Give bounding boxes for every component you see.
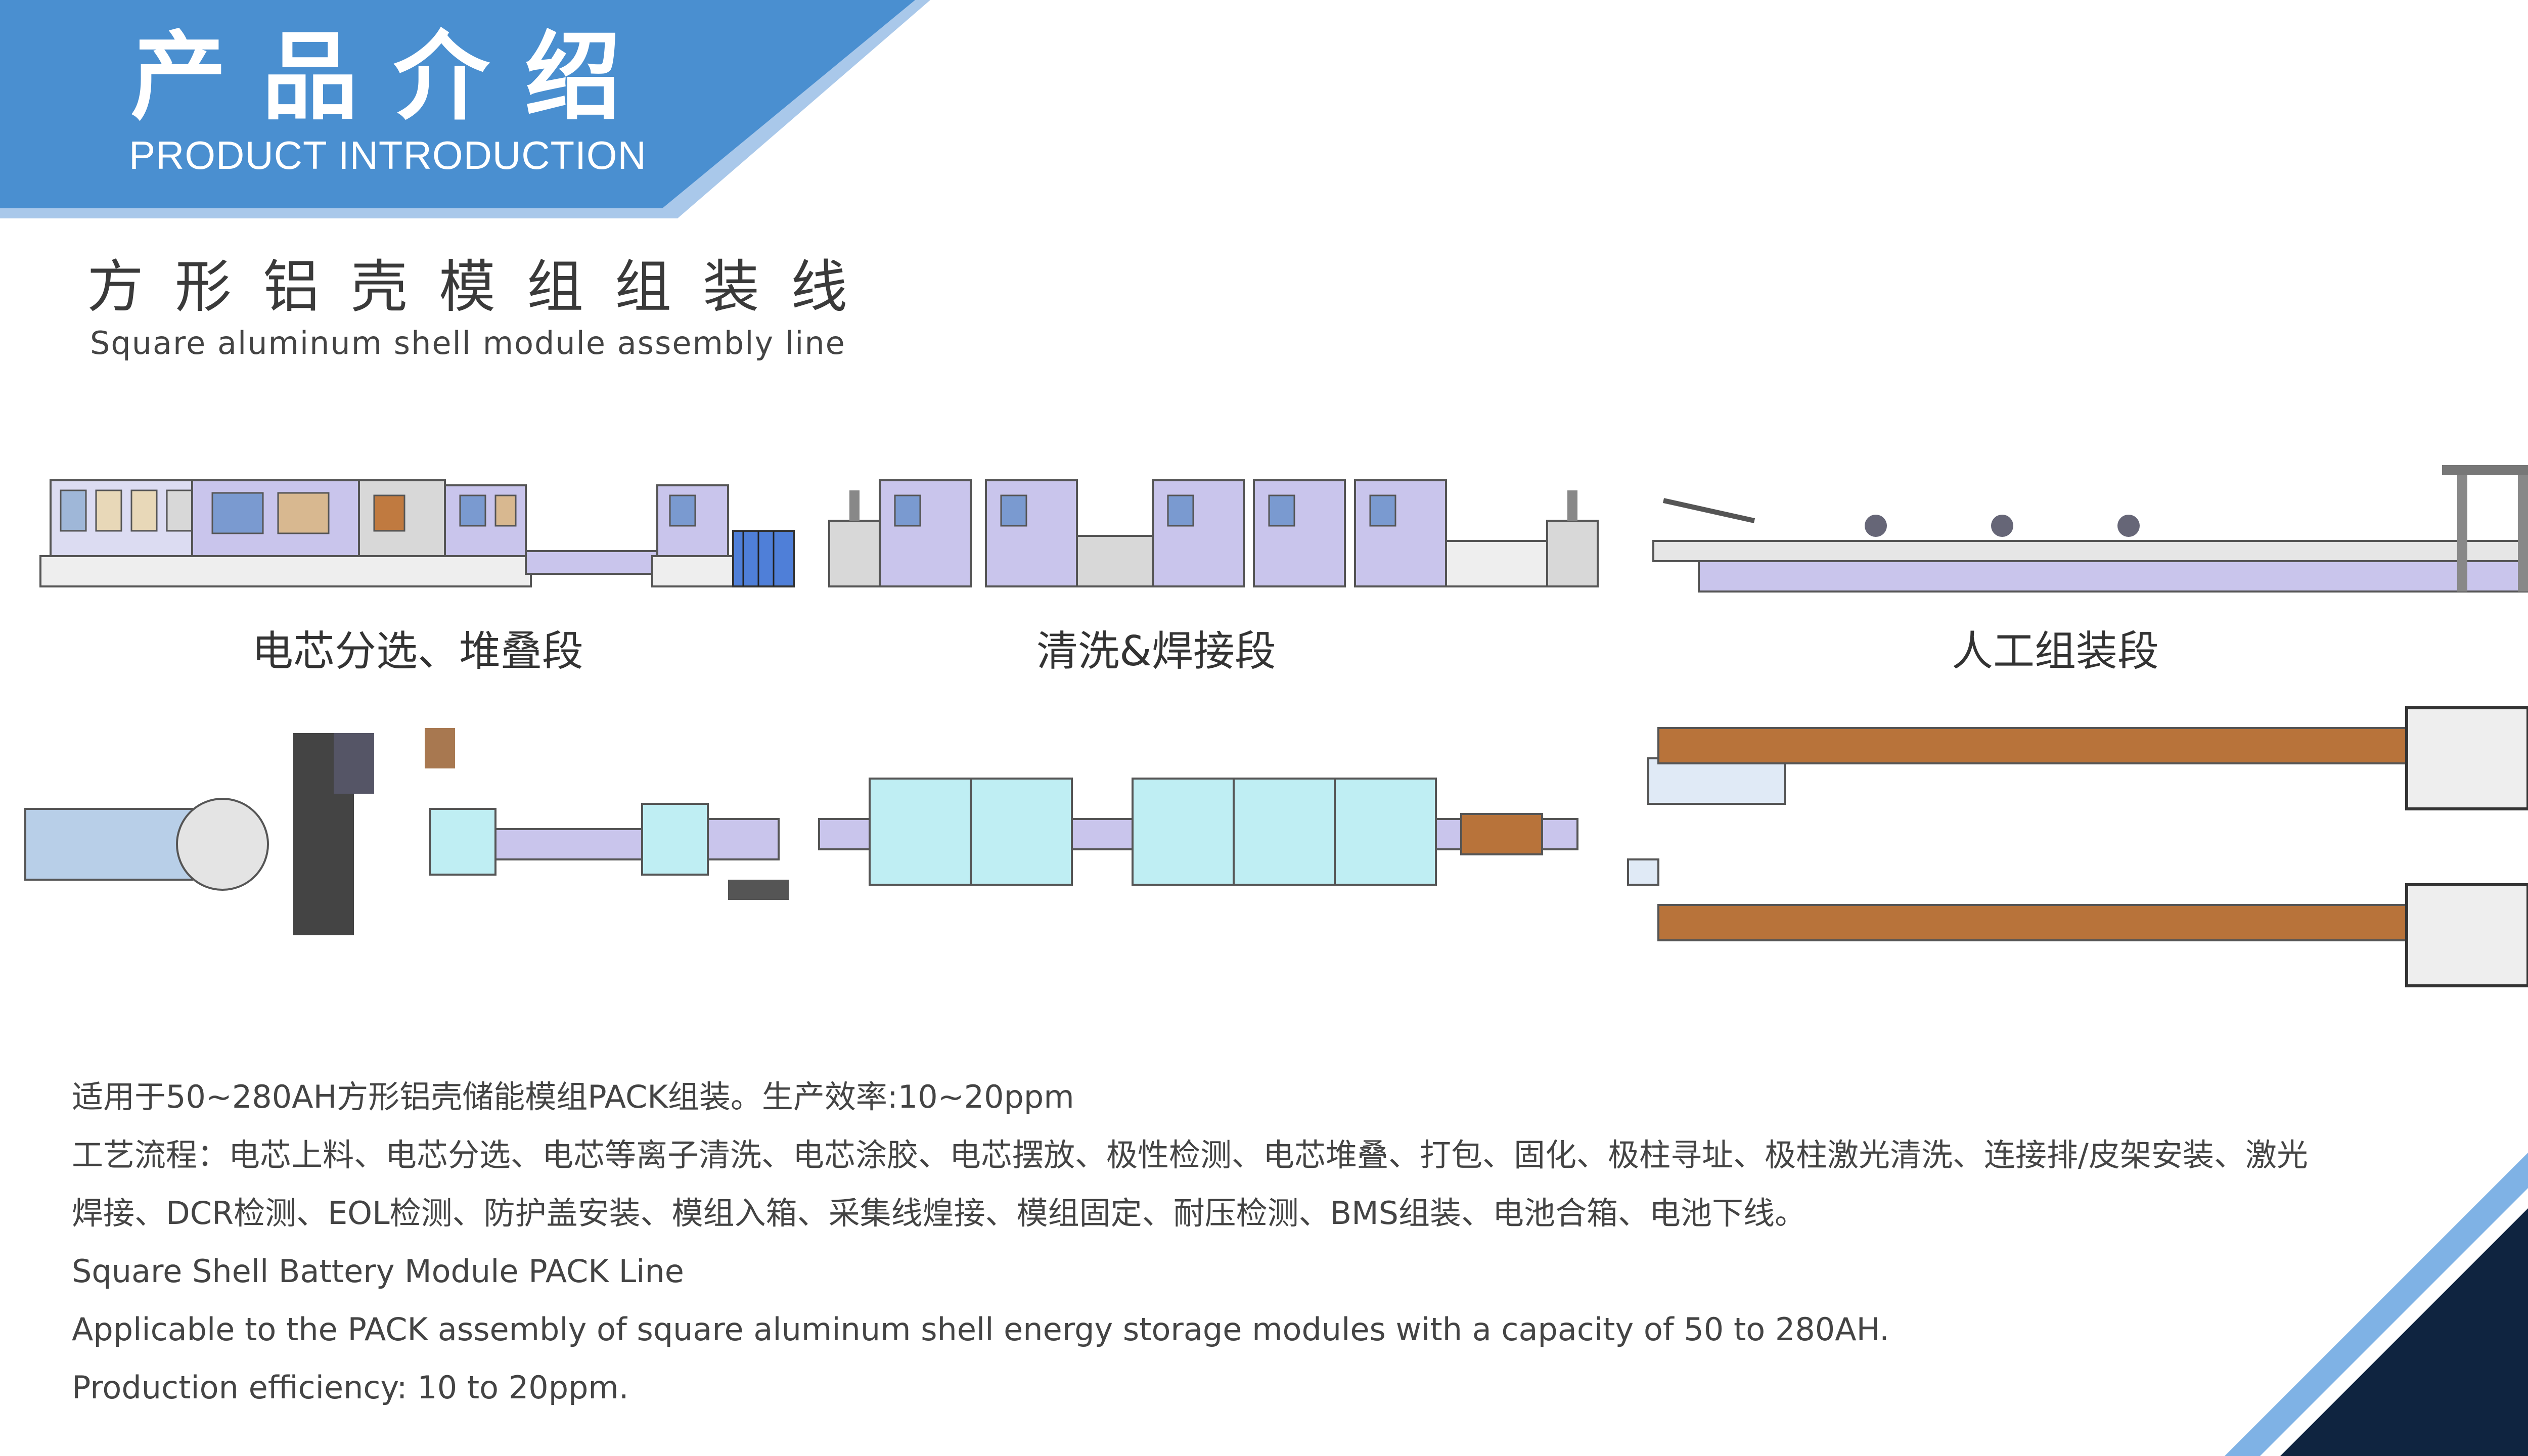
description-line-process-2: 焊接、DCR检测、EOL检测、防护盖安装、模组入箱、采集线煌接、模组固定、耐压检…: [72, 1195, 1807, 1232]
page-subtitle: PRODUCT INTRODUCTION: [129, 133, 647, 177]
description-line-applicability: 适用于50~280AH方形铝壳储能模组PACK组装。生产效率:10~20ppm: [72, 1078, 1074, 1115]
segment-2-plan: [818, 778, 1578, 886]
assembly-line-drawing: [24, 465, 2528, 987]
segment-3-plan: [1627, 706, 2528, 987]
page-title: 产品介绍: [130, 21, 657, 133]
section-subtitle: Square aluminum shell module assembly li…: [90, 325, 846, 361]
description-line-en-efficiency: Production efficiency: 10 to 20ppm.: [72, 1369, 629, 1406]
segment-label-cleaning-welding: 清洗&焊接段: [1036, 627, 1276, 675]
segment-1-plan: [24, 728, 789, 935]
description-line-process-1: 工艺流程：电芯上料、电芯分选、电芯等离子清洗、电芯涂胶、电芯摆放、极性检测、电芯…: [72, 1136, 2308, 1173]
section-title: 方形铝壳模组组装线: [87, 254, 879, 320]
description: 适用于50~280AH方形铝壳储能模组PACK组装。生产效率:10~20ppm …: [72, 1068, 2448, 1417]
segment-label-manual-assembly: 人工组装段: [1952, 627, 2159, 675]
description-line-en-applicability: Applicable to the PACK assembly of squar…: [72, 1311, 1889, 1348]
segment-3-elevation: [1652, 465, 2528, 593]
description-line-en-title: Square Shell Battery Module PACK Line: [72, 1253, 684, 1290]
segment-2-elevation: [828, 479, 1599, 587]
assembly-line-diagram: 电芯分选、堆叠段 清洗&焊接段 人工组装段: [20, 445, 2528, 991]
header-banner: [0, 0, 930, 218]
segment-label-sorting-stacking: 电芯分选、堆叠段: [252, 627, 584, 675]
segment-1-elevation: [39, 479, 795, 587]
corner-decoration: [2225, 1153, 2528, 1456]
